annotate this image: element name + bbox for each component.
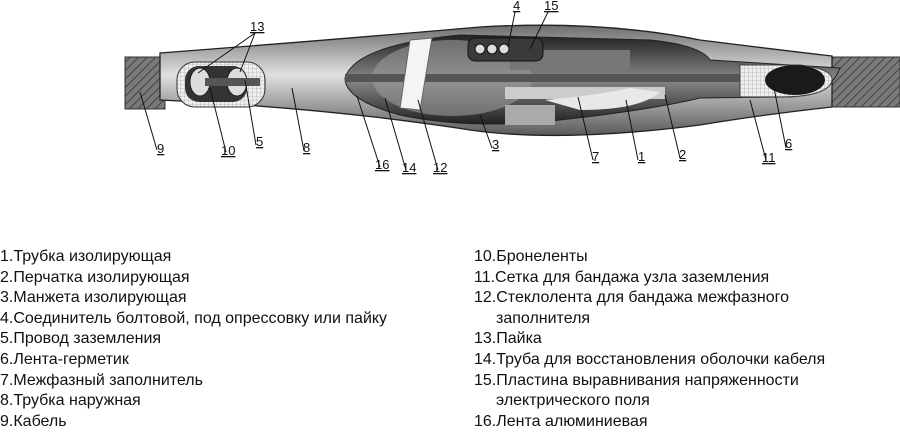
leader-lines: [139, 11, 787, 171]
legend-item: 7.Межфазный заполнитель: [0, 371, 203, 389]
legend-item: 6.Лента-герметик: [0, 350, 129, 368]
callout-6: 6: [785, 136, 792, 151]
legend-item: 9.Кабель: [0, 412, 67, 430]
callout-4: 4: [513, 0, 520, 13]
callout-7: 7: [592, 149, 599, 164]
callout-9: 9: [157, 141, 164, 156]
legend-left: 1.Трубка изолирующая 2.Перчатка изолирую…: [0, 247, 387, 432]
callout-11: 11: [762, 150, 776, 165]
legend-item: 13.Пайка: [474, 330, 542, 348]
callout-12: 12: [433, 160, 447, 175]
legend-item: 12.Стеклолента для бандажа межфазного: [474, 289, 789, 307]
legend-item: 10.Бронеленты: [474, 248, 588, 265]
legend-item: 3.Манжета изолирующая: [0, 289, 187, 307]
legend-item-continuation: электрического поля: [496, 392, 650, 410]
callout-1: 1: [638, 149, 645, 164]
callout-13: 13: [250, 19, 264, 34]
cable-left: [124, 56, 166, 110]
legend-right: 10.Бронеленты 11.Сетка для бандажа узла …: [474, 247, 825, 432]
legend-item: 15.Пластина выравнивания напряженности: [474, 371, 799, 389]
legend-item: 1.Трубка изолирующая: [0, 248, 172, 265]
legend-item-continuation: заполнителя: [496, 309, 591, 327]
callout-10: 10: [221, 143, 235, 158]
callout-2: 2: [679, 147, 686, 162]
legend-item: 8.Трубка наружная: [0, 392, 141, 410]
callout-8: 8: [303, 140, 310, 155]
callout-numbers: 13 4 15 9 10 5 8 16 14 12 3 7 1 2 11 6: [157, 0, 792, 175]
legend-item: 14.Труба для восстановления оболочки каб…: [474, 350, 826, 368]
callout-3: 3: [492, 137, 499, 152]
callout-14: 14: [402, 160, 416, 175]
cable-joint-diagram: 13 4 15 9 10 5 8 16 14 12 3 7 1 2 11 6: [124, 0, 900, 175]
legend-item: 16.Лента алюминиевая: [474, 412, 648, 430]
legend-item: 4.Соединитель болтовой, под опрессовку и…: [0, 309, 388, 327]
callout-5: 5: [256, 134, 263, 149]
legend-item: 11.Сетка для бандажа узла заземления: [474, 268, 770, 286]
legend-item: 5.Провод заземления: [0, 330, 162, 348]
legend-item: 2.Перчатка изолирующая: [0, 268, 190, 286]
callout-16: 16: [375, 157, 389, 172]
cable-right: [827, 56, 900, 108]
callout-15: 15: [544, 0, 558, 13]
